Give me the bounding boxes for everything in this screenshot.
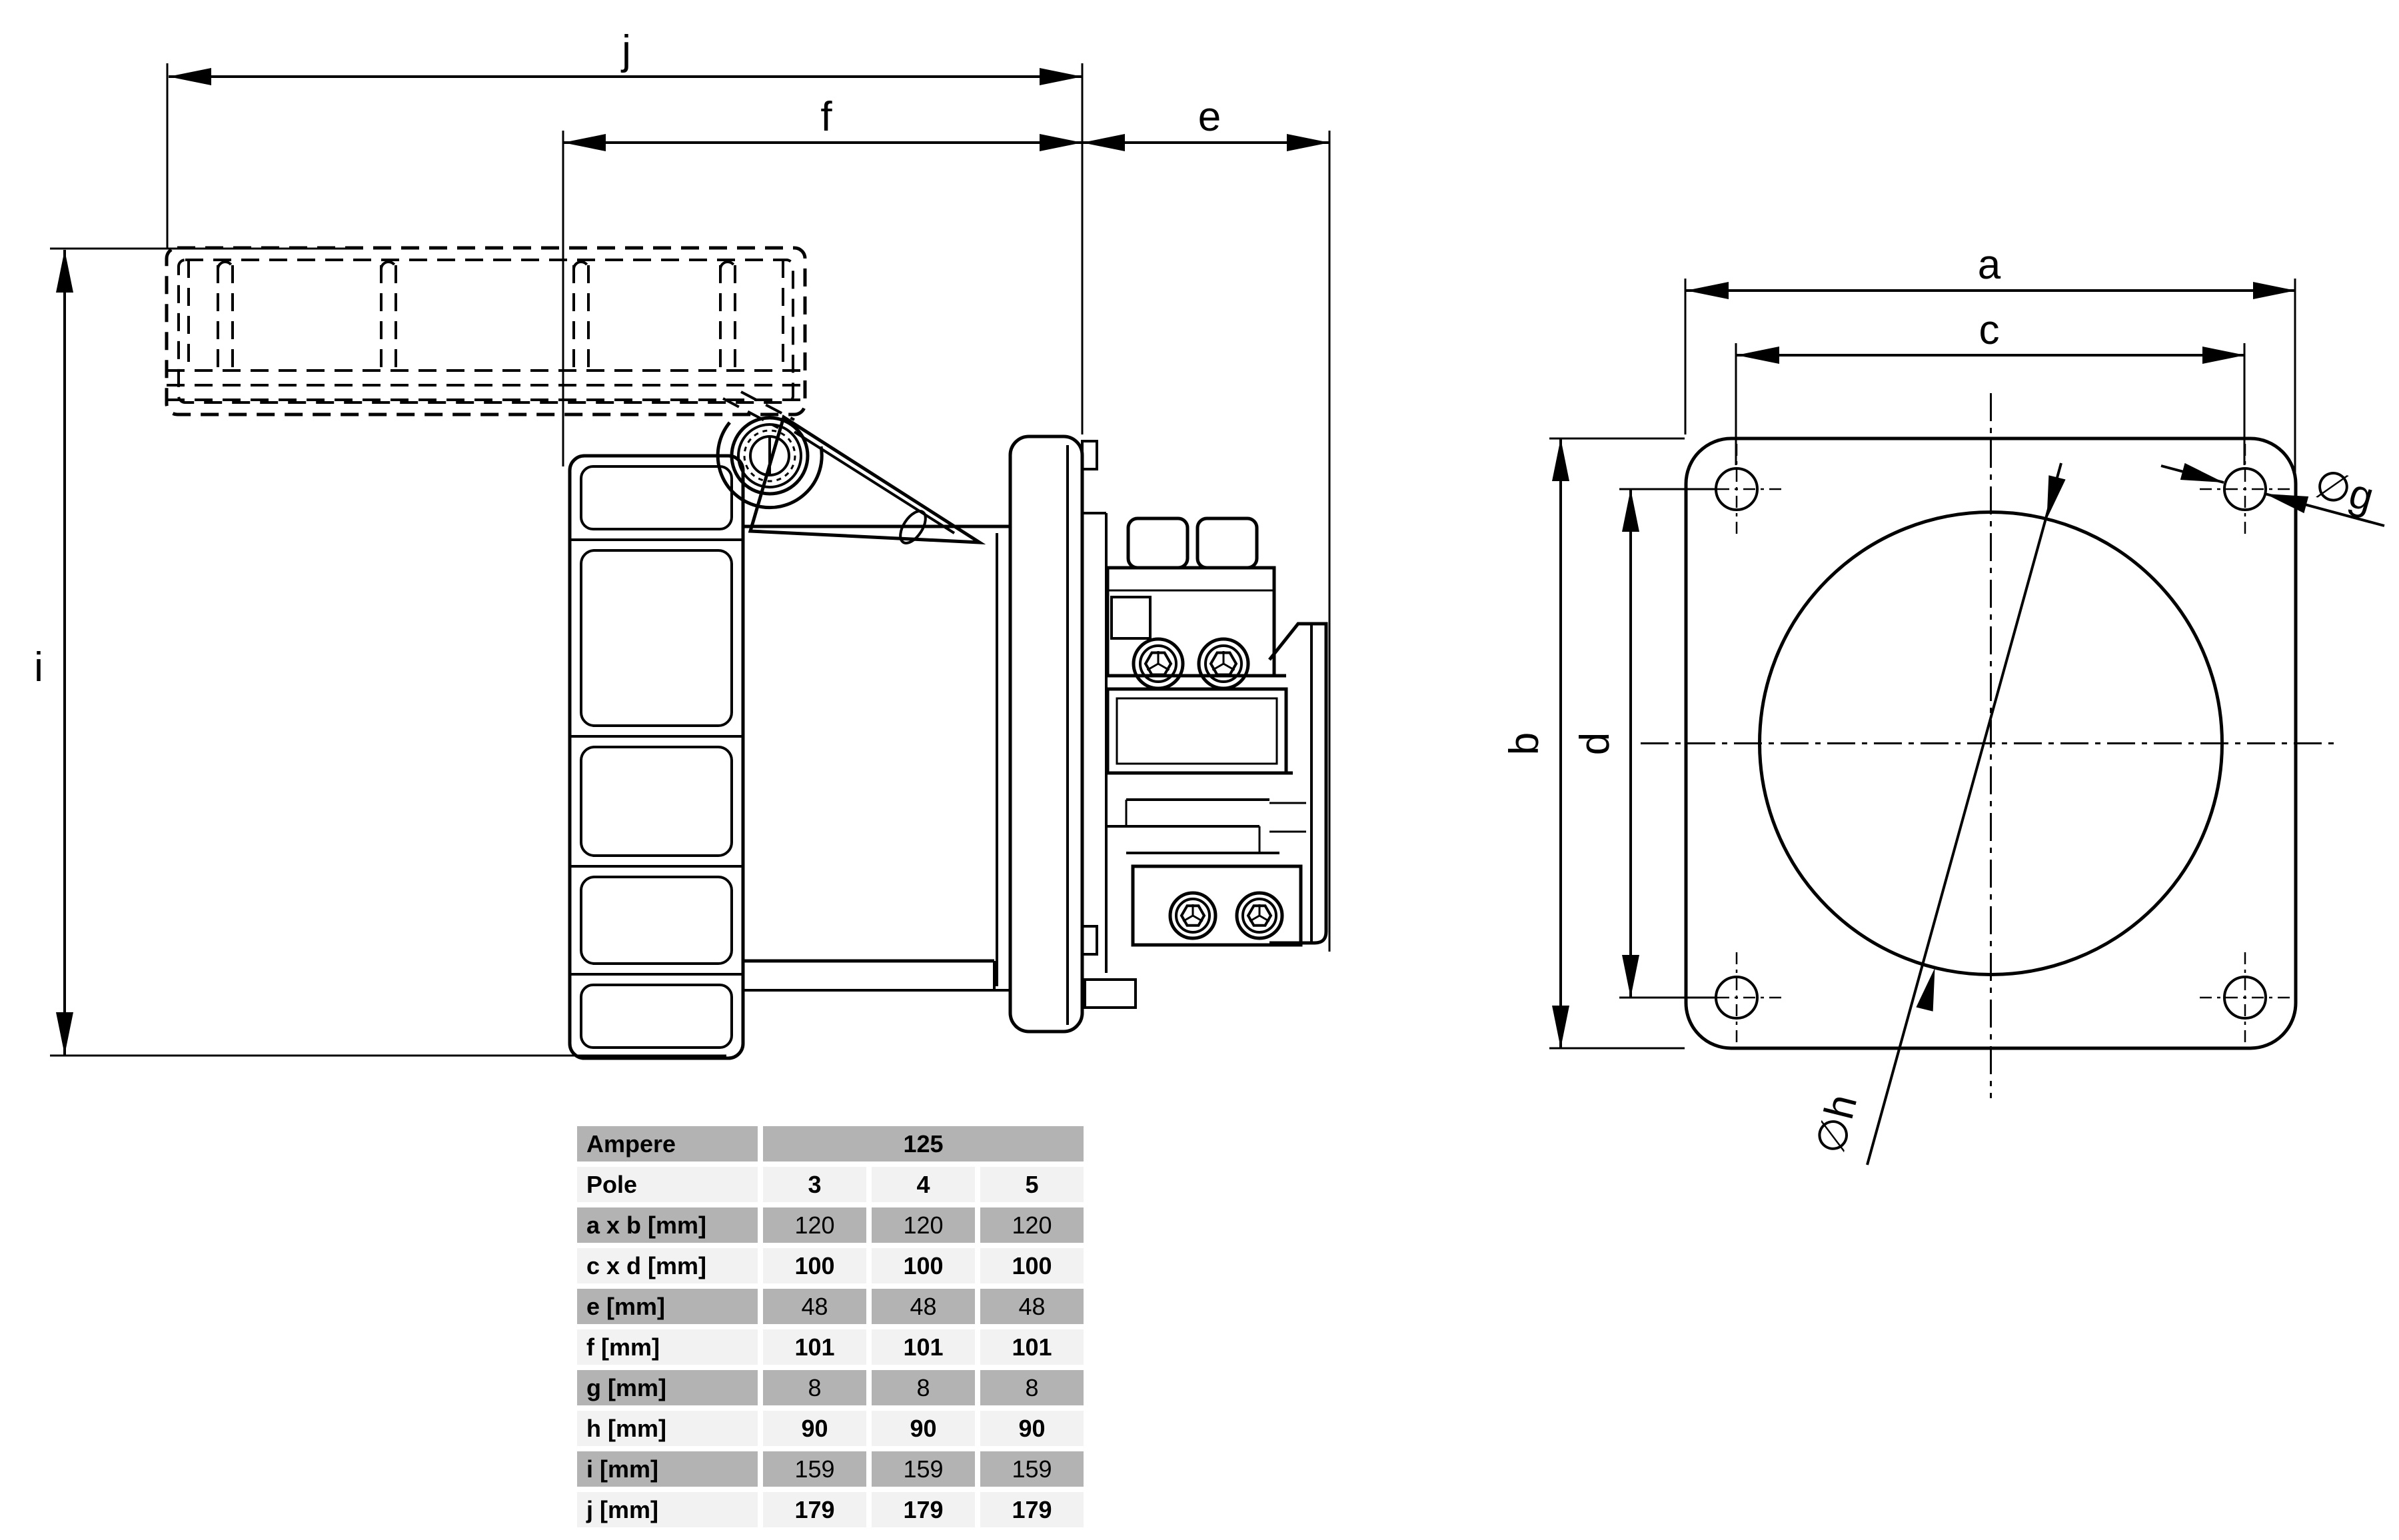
row-value: 179 — [872, 1492, 975, 1527]
socket-body-cylinder — [743, 524, 1010, 992]
mounting-flange-side — [1008, 434, 1098, 1034]
row-label: c x d [mm] — [577, 1248, 758, 1283]
row-value: 100 — [872, 1248, 975, 1283]
front-view: a c b d — [1501, 242, 2385, 1165]
latch-arm — [748, 414, 986, 544]
row-label: Ampere — [577, 1126, 758, 1161]
dim-label-e: e — [1198, 94, 1221, 140]
mounting-holes — [1691, 444, 2290, 1043]
row-value: 159 — [872, 1451, 975, 1487]
row-value: 90 — [872, 1411, 975, 1446]
row-value: 100 — [980, 1248, 1084, 1283]
dim-label-h: ∅h — [1807, 1090, 1866, 1159]
row-value: 5 — [980, 1167, 1084, 1202]
row-value: 159 — [763, 1451, 866, 1487]
row-value: 100 — [763, 1248, 866, 1283]
row-value: 179 — [980, 1492, 1084, 1527]
row-label: i [mm] — [577, 1451, 758, 1487]
dimension-c: c — [1735, 307, 2246, 465]
dim-label-b: b — [1501, 732, 1547, 755]
terminal-screw — [1168, 891, 1217, 940]
dimension-a: a — [1684, 242, 2296, 486]
dimension-b: b — [1501, 437, 1685, 1050]
row-value: 120 — [763, 1207, 866, 1243]
terminal-screw — [1235, 891, 1284, 940]
dim-label-g: ∅g — [2310, 460, 2379, 521]
dim-label-f: f — [820, 94, 832, 140]
row-value: 120 — [980, 1207, 1084, 1243]
row-value: 159 — [980, 1451, 1084, 1487]
dim-label-d: d — [1572, 732, 1618, 755]
row-value: 179 — [763, 1492, 866, 1527]
dim-label-a: a — [1978, 242, 2001, 288]
row-value: 101 — [763, 1329, 866, 1365]
row-value: 101 — [872, 1329, 975, 1365]
grip-ribs — [187, 260, 784, 371]
row-value: 120 — [872, 1207, 975, 1243]
dim-label-i: i — [34, 644, 43, 690]
dimension-e: e — [1082, 94, 1331, 952]
row-value: 3 — [763, 1167, 866, 1202]
row-value: 125 — [763, 1126, 1084, 1161]
row-label: e [mm] — [577, 1289, 758, 1324]
ribbed-back-plate — [568, 454, 745, 1060]
row-value: 90 — [980, 1411, 1084, 1446]
row-label: g [mm] — [577, 1370, 758, 1405]
row-value: 48 — [980, 1289, 1084, 1324]
row-label: a x b [mm] — [577, 1207, 758, 1243]
row-value: 48 — [763, 1289, 866, 1324]
cable-gland-grip-hidden — [165, 246, 807, 429]
callout-opening-diameter-h: ∅h — [1807, 462, 2066, 1165]
terminal-screw — [1132, 637, 1185, 690]
callout-hole-diameter-g: ∅g — [2160, 460, 2385, 527]
dim-label-c: c — [1979, 307, 2000, 353]
side-view: j f e i — [34, 27, 1331, 1060]
row-value: 48 — [872, 1289, 975, 1324]
dimension-f: f — [562, 94, 1082, 466]
dim-label-j: j — [620, 27, 631, 73]
row-value: 90 — [763, 1411, 866, 1446]
row-value: 8 — [763, 1370, 866, 1405]
row-value: 8 — [980, 1370, 1084, 1405]
terminal-screw — [1197, 637, 1250, 690]
dimension-d: d — [1572, 488, 1716, 999]
row-label: j [mm] — [577, 1492, 758, 1527]
row-label: f [mm] — [577, 1329, 758, 1365]
row-label: h [mm] — [577, 1411, 758, 1446]
row-value: 4 — [872, 1167, 975, 1202]
row-value: 8 — [872, 1370, 975, 1405]
row-label: Pole — [577, 1167, 758, 1202]
row-value: 101 — [980, 1329, 1084, 1365]
dimension-j: j — [166, 27, 1084, 434]
terminal-section — [1082, 512, 1328, 1009]
